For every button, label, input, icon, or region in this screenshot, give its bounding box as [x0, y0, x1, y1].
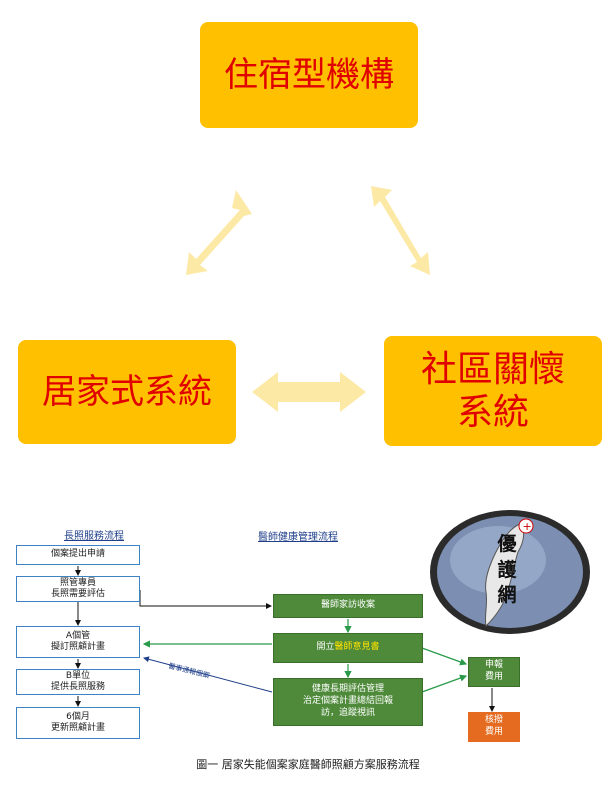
svg-text:+: + — [523, 520, 532, 533]
box-home-visit-text: 醫師家訪收案 — [320, 600, 375, 611]
home-system-box: 居家式系統 — [18, 340, 236, 444]
box-apply: 個案提出申請 — [16, 545, 140, 565]
box-claim-line2: 費用 — [484, 672, 503, 682]
community-label-line1: 社區關懷 — [420, 348, 565, 390]
box-update-line1: 6個月 — [66, 711, 90, 722]
box-update-line2: 更新照顧計畫 — [50, 723, 105, 733]
box-disburse-line2: 費用 — [484, 727, 503, 737]
box-assessment-line2: 長照需要評估 — [50, 589, 105, 599]
logo-text: 優護網 — [497, 533, 517, 607]
box-health-line2: 治定個案計畫總結回報 — [302, 696, 393, 707]
header-physician-management: 醫師健康管理流程 — [258, 532, 338, 543]
box-service-line1: B單位 — [65, 670, 91, 681]
box-health-management: 健康長期評估管理 治定個案計畫總結回報 訪，追蹤視訊 — [273, 678, 423, 726]
box-opinion-prefix: 開立 — [316, 642, 335, 653]
figure-caption: 圖一 居家失能個案家庭醫師照顧方案服務流程 — [196, 758, 420, 771]
community-label-line2: 系統 — [456, 392, 529, 433]
box-home-visit: 醫師家訪收案 — [273, 594, 423, 618]
box-opinion-highlight: 醫師意見書 — [334, 642, 380, 653]
community-care-box: 社區關懷 系統 — [384, 336, 602, 446]
arrow-home-community — [252, 372, 366, 412]
box-health-line3: 訪，追蹤視訊 — [320, 707, 375, 718]
box-assessment: 照管專員 長照需要評估 — [16, 576, 140, 602]
box-care-plan: A個管 擬訂照顧計畫 — [16, 626, 140, 658]
residential-institution-box: 住宿型機構 — [200, 22, 418, 128]
top-arrows — [186, 186, 430, 412]
home-label: 居家式系統 — [42, 371, 212, 412]
box-assessment-line1: 照管專員 — [59, 577, 96, 588]
box-care-plan-line2: 擬訂照顧計畫 — [50, 642, 105, 652]
box-apply-text: 個案提出申請 — [50, 549, 105, 560]
box-claim-line1: 申報 — [484, 660, 503, 671]
box-disburse-line1: 核撥 — [484, 715, 503, 726]
box-care-plan-line1: A個管 — [65, 630, 91, 641]
arrow-residential-home — [186, 190, 252, 275]
arrow-residential-community — [371, 186, 430, 275]
box-service: B單位 提供長照服務 — [16, 669, 140, 695]
header-long-term-care: 長照服務流程 — [64, 531, 124, 542]
box-update: 6個月 更新照顧計畫 — [16, 707, 140, 739]
box-health-line1: 健康長期評估管理 — [311, 684, 384, 695]
box-physician-opinion: 開立 醫師意見書 — [273, 633, 423, 663]
box-disburse-fee: 核撥 費用 — [468, 712, 520, 742]
box-claim-fee: 申報 費用 — [468, 657, 520, 687]
residential-label: 住宿型機構 — [224, 54, 394, 95]
youhu-logo: + 優護網 — [428, 508, 592, 636]
logo-graphic: + — [430, 510, 590, 634]
box-service-line2: 提供長照服務 — [50, 682, 105, 692]
